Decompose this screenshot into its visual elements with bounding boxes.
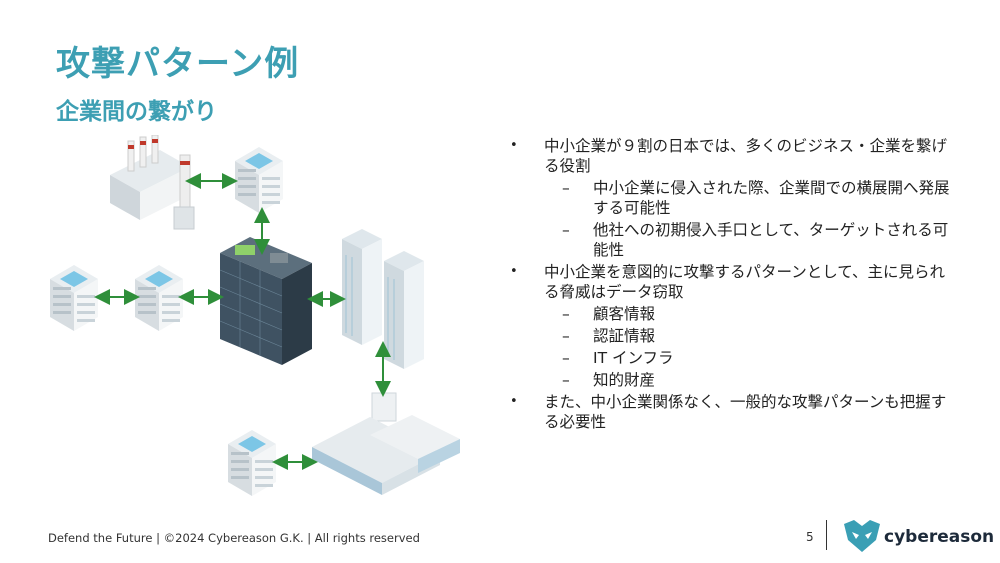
slide-title: 攻撃パターン例 [56,44,300,84]
sub-bullet-item: 知的財産 [510,370,960,390]
factory-icon [110,135,195,230]
small-company-building-icon [50,265,98,331]
small-company-building-icon [135,265,183,331]
small-company-building-icon [228,430,276,496]
central-company-tower-icon [219,237,312,365]
footer-divider [826,520,827,550]
brand-name: cybereason [884,527,995,547]
sub-bullet-item: 他社への初期侵入手口として、ターゲットされる可能性 [510,220,960,260]
bullet-item: 中小企業が９割の日本では、多くのビジネス・企業を繋げる役割 [510,136,960,176]
sub-bullet-item: 中小企業に侵入された際、企業間での横展開へ発展する可能性 [510,178,960,218]
bullet-list: 中小企業が９割の日本では、多くのビジネス・企業を繋げる役割 中小企業に侵入された… [510,136,960,434]
connection-arrows [94,173,391,470]
corporate-twin-towers-icon [342,229,424,369]
cybereason-logo-icon [844,520,880,552]
sub-bullet-item: 認証情報 [510,326,960,346]
company-network-diagram [50,135,460,496]
campus-building-icon [312,392,460,495]
slide-subtitle: 企業間の繋がり [56,99,217,125]
bullet-item: 中小企業を意図的に攻撃するパターンとして、主に見られる脅威はデータ窃取 [510,262,960,302]
bullet-item: また、中小企業関係なく、一般的な攻撃パターンも把握する必要性 [510,392,960,432]
sub-bullet-item: IT インフラ [510,348,960,368]
page-number: 5 [806,530,814,544]
footer-copyright: Defend the Future | ©2024 Cybereason G.K… [48,531,420,545]
sub-bullet-item: 顧客情報 [510,304,960,324]
small-company-building-icon [235,147,283,213]
